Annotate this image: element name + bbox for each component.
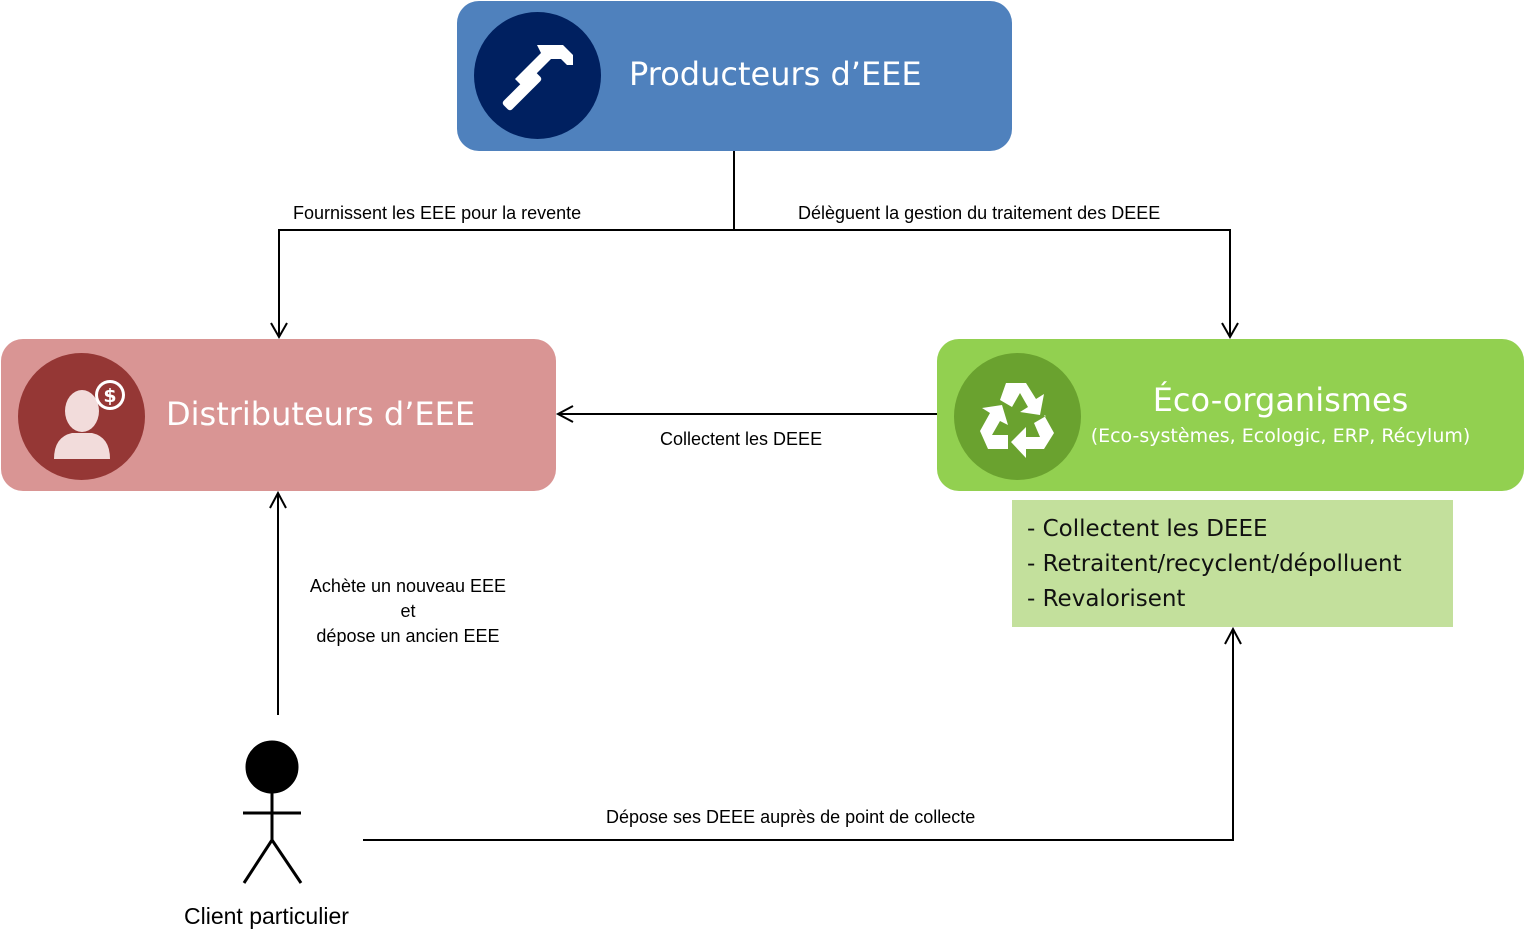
arrowhead-roles-bottom xyxy=(1224,626,1242,645)
seller-icon: $ xyxy=(18,353,145,480)
eco-role-item: - Collectent les DEEE xyxy=(1027,516,1268,542)
edge-label-deleguent: Délèguent la gestion du traitement des D… xyxy=(798,203,1161,223)
edge-label-achete-line: et xyxy=(400,601,416,621)
eco-role-item: - Revalorisent xyxy=(1027,586,1186,612)
edge-deleguent-line xyxy=(734,229,1231,336)
edge-label-depose: Dépose ses DEEE auprès de point de colle… xyxy=(606,807,976,827)
edge-label-achete-line: Achète un nouveau EEE xyxy=(309,576,507,596)
edge-label-fournissent: Fournissent les EEE pour la revente xyxy=(293,203,582,223)
edge-label-achete-line: dépose un ancien EEE xyxy=(316,626,500,646)
hammer-icon xyxy=(474,12,601,139)
edge-label-collectent: Collectent les DEEE xyxy=(660,429,823,449)
node-distributeurs: $ Distributeurs d’EEE xyxy=(1,339,556,491)
eco-organismes-subtitle: (Eco-systèmes, Ecologic, ERP, Récylum) xyxy=(1090,425,1471,447)
node-eco-organismes: Éco-organismes (Eco-systèmes, Ecologic, … xyxy=(937,339,1524,491)
eco-roles-box: - Collectent les DEEE - Retraitent/recyc… xyxy=(1012,500,1453,627)
edge-depose-line xyxy=(363,630,1234,841)
svg-text:$: $ xyxy=(103,385,116,407)
distributeurs-title: Distributeurs d’EEE xyxy=(166,395,476,433)
edge-fournissent-line xyxy=(278,229,734,336)
eco-role-item: - Retraitent/recyclent/dépolluent xyxy=(1027,551,1402,577)
producteurs-title: Producteurs d’EEE xyxy=(629,55,922,93)
node-producteurs: Producteurs d’EEE xyxy=(457,1,1012,151)
actor-label: Client particulier xyxy=(184,903,349,929)
recycle-icon xyxy=(954,353,1081,480)
eco-organismes-title: Éco-organismes xyxy=(1152,381,1409,419)
arrowhead-eco-top xyxy=(1221,322,1239,340)
edge-label-achete: Achète un nouveau EEE et dépose un ancie… xyxy=(278,574,538,649)
arrowhead-distributeurs-bottom xyxy=(269,490,287,509)
arrowhead-distributeurs-top xyxy=(270,322,288,340)
stick-figure-icon xyxy=(242,740,303,884)
arrowhead-distributeurs-right xyxy=(555,405,574,423)
eco-roles-list: - Collectent les DEEE - Retraitent/recyc… xyxy=(1012,500,1453,617)
